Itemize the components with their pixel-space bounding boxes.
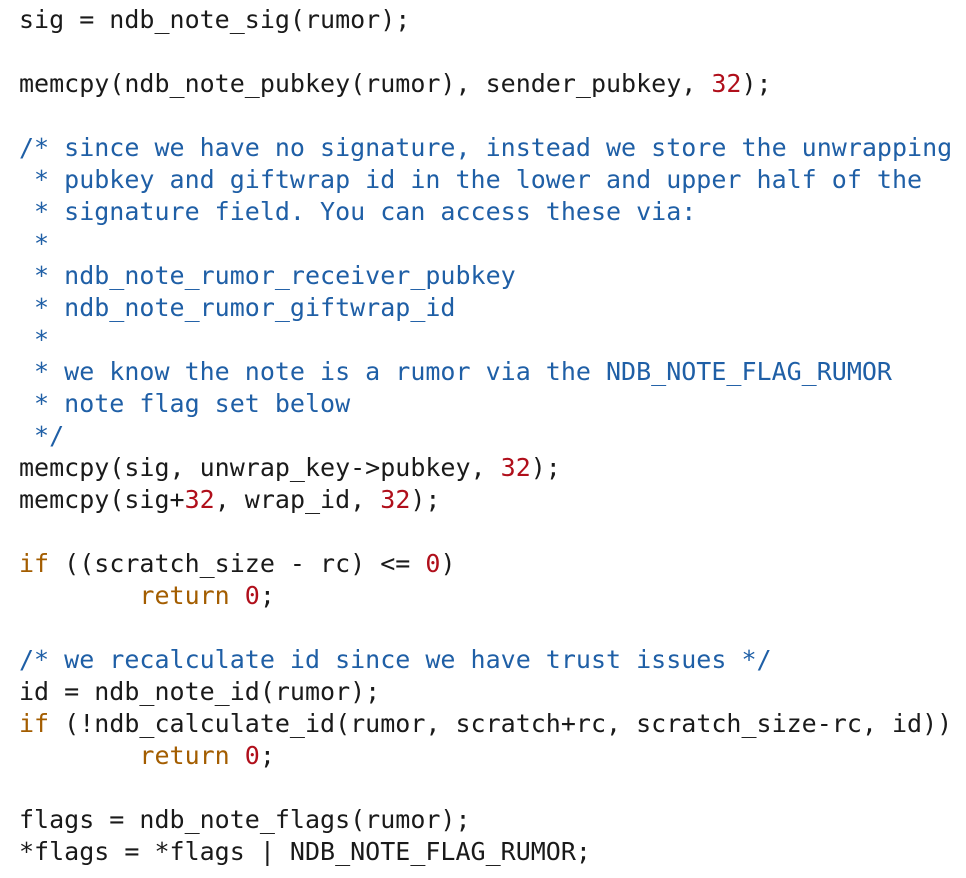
code-comment: * ndb_note_rumor_receiver_pubkey	[19, 261, 516, 290]
code-text: );	[530, 453, 561, 482]
code-line	[19, 516, 952, 548]
code-line: if ((scratch_size - rc) <= 0)	[19, 548, 952, 580]
code-number: 0	[244, 741, 260, 770]
code-line: return 0;	[19, 740, 952, 772]
code-text: )	[440, 549, 456, 578]
code-line: return 0;	[19, 580, 952, 612]
code-comment: * we know the note is a rumor via the ND…	[19, 357, 892, 386]
code-text	[230, 581, 245, 610]
code-line	[19, 772, 952, 804]
code-line: memcpy(sig, unwrap_key->pubkey, 32);	[19, 452, 952, 484]
code-number: 32	[711, 69, 742, 98]
code-comment: *	[19, 229, 50, 258]
code-text: *flags = *flags | NDB_NOTE_FLAG_RUMOR;	[19, 837, 591, 866]
code-line: * ndb_note_rumor_giftwrap_id	[19, 292, 952, 324]
code-line: * pubkey and giftwrap id in the lower an…	[19, 164, 952, 196]
code-line: * ndb_note_rumor_receiver_pubkey	[19, 260, 952, 292]
code-keyword: return	[139, 741, 230, 770]
code-line: * we know the note is a rumor via the ND…	[19, 356, 952, 388]
code-text: sig = ndb_note_sig(rumor);	[19, 5, 411, 34]
code-number: 32	[380, 485, 411, 514]
code-line: * signature field. You can access these …	[19, 196, 952, 228]
code-text: ;	[259, 581, 275, 610]
code-keyword: if	[19, 549, 50, 578]
code-text: ;	[259, 741, 275, 770]
code-line	[19, 36, 952, 68]
code-text: memcpy(sig+	[19, 485, 185, 514]
code-comment: /* we recalculate id since we have trust…	[19, 645, 772, 674]
code-line: id = ndb_note_id(rumor);	[19, 676, 952, 708]
code-comment: * note flag set below	[19, 389, 351, 418]
code-text	[19, 581, 139, 610]
code-line: *	[19, 228, 952, 260]
code-comment: /* since we have no signature, instead w…	[19, 133, 953, 162]
code-text: ((scratch_size - rc) <=	[49, 549, 426, 578]
code-text	[19, 741, 139, 770]
code-line: /* we recalculate id since we have trust…	[19, 644, 952, 676]
code-line: flags = ndb_note_flags(rumor);	[19, 804, 952, 836]
code-line: if (!ndb_calculate_id(rumor, scratch+rc,…	[19, 708, 952, 740]
code-text: (!ndb_calculate_id(rumor, scratch+rc, sc…	[49, 709, 953, 738]
code-comment: * pubkey and giftwrap id in the lower an…	[19, 165, 923, 194]
code-text: memcpy(ndb_note_pubkey(rumor), sender_pu…	[19, 69, 712, 98]
code-line: *flags = *flags | NDB_NOTE_FLAG_RUMOR;	[19, 836, 952, 868]
code-number: 0	[244, 581, 260, 610]
code-text: , wrap_id,	[214, 485, 381, 514]
code-text	[230, 741, 245, 770]
code-number: 32	[184, 485, 215, 514]
code-text: memcpy(sig, unwrap_key->pubkey,	[19, 453, 501, 482]
code-block: sig = ndb_note_sig(rumor); memcpy(ndb_not…	[19, 4, 952, 868]
code-line: /* since we have no signature, instead w…	[19, 132, 952, 164]
code-number: 32	[500, 453, 531, 482]
code-number: 0	[425, 549, 441, 578]
code-line: * note flag set below	[19, 388, 952, 420]
code-line	[19, 612, 952, 644]
code-line: */	[19, 420, 952, 452]
code-line	[19, 100, 952, 132]
code-text: );	[741, 69, 772, 98]
code-comment: * signature field. You can access these …	[19, 197, 697, 226]
code-line: memcpy(sig+32, wrap_id, 32);	[19, 484, 952, 516]
code-text: flags = ndb_note_flags(rumor);	[19, 805, 471, 834]
code-keyword: if	[19, 709, 50, 738]
code-line: sig = ndb_note_sig(rumor);	[19, 4, 952, 36]
code-comment: * ndb_note_rumor_giftwrap_id	[19, 293, 456, 322]
code-line: *	[19, 324, 952, 356]
code-text: id = ndb_note_id(rumor);	[19, 677, 381, 706]
code-line: memcpy(ndb_note_pubkey(rumor), sender_pu…	[19, 68, 952, 100]
code-text: );	[410, 485, 441, 514]
code-comment: */	[19, 421, 65, 450]
code-comment: *	[19, 325, 50, 354]
code-keyword: return	[139, 581, 230, 610]
